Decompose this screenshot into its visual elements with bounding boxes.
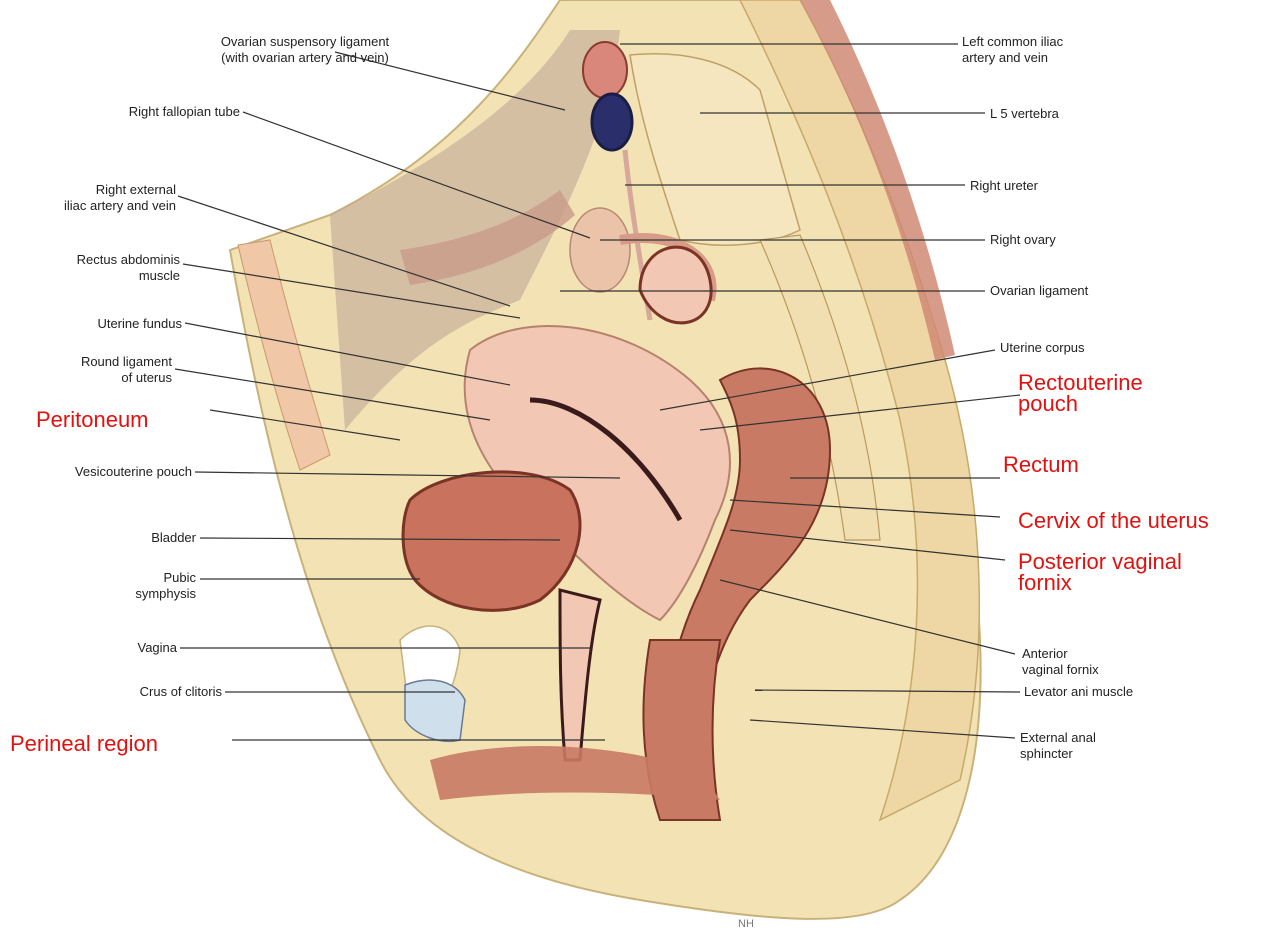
- common-iliac-artery: [583, 42, 627, 98]
- label-line: Rectus abdominis: [40, 252, 180, 268]
- label-line: Right external: [20, 182, 176, 198]
- label-pubic-symphysis: Pubic symphysis: [80, 570, 196, 601]
- label-round-ligament: Round ligament of uterus: [40, 354, 172, 385]
- label-right-external-iliac: Right external iliac artery and vein: [20, 182, 176, 213]
- label-right-ureter: Right ureter: [970, 178, 1038, 194]
- label-crus-of-clitoris: Crus of clitoris: [60, 684, 222, 700]
- label-line: artery and vein: [962, 50, 1122, 66]
- label-vesicouterine-pouch: Vesicouterine pouch: [20, 464, 192, 480]
- label-uterine-corpus: Uterine corpus: [1000, 340, 1085, 356]
- label-line: Round ligament: [40, 354, 172, 370]
- label-line: iliac artery and vein: [20, 198, 176, 214]
- label-line: muscle: [40, 268, 180, 284]
- label-line: fornix: [1018, 573, 1182, 594]
- bladder: [403, 472, 580, 611]
- ovary: [570, 208, 630, 292]
- label-anterior-vaginal-fornix: Anterior vaginal fornix: [1022, 646, 1099, 677]
- label-line: pouch: [1018, 394, 1143, 415]
- label-line: sphincter: [1020, 746, 1096, 762]
- label-line: of uterus: [40, 370, 172, 386]
- label-left-common-iliac: Left common iliac artery and vein: [962, 34, 1122, 65]
- label-peritoneum: Peritoneum: [36, 410, 149, 431]
- label-line: Ovarian suspensory ligament: [205, 34, 405, 50]
- label-line: vaginal fornix: [1022, 662, 1099, 678]
- label-external-anal-sphincter: External anal sphincter: [1020, 730, 1096, 761]
- label-rectouterine-pouch: Rectouterine pouch: [1018, 373, 1143, 415]
- common-iliac-vein: [592, 94, 632, 150]
- label-line: Pubic: [80, 570, 196, 586]
- label-l5-vertebra: L 5 vertebra: [990, 106, 1059, 122]
- label-cervix-of-the-uterus: Cervix of the uterus: [1018, 511, 1209, 532]
- label-line: symphysis: [80, 586, 196, 602]
- artist-signature: NH: [738, 918, 754, 931]
- label-rectum: Rectum: [1003, 455, 1079, 476]
- label-posterior-vaginal-fornix: Posterior vaginal fornix: [1018, 552, 1182, 594]
- label-line: Anterior: [1022, 646, 1099, 662]
- label-vagina: Vagina: [80, 640, 177, 656]
- label-bladder: Bladder: [80, 530, 196, 546]
- label-line: External anal: [1020, 730, 1096, 746]
- label-ovarian-suspensory-ligament: Ovarian suspensory ligament (with ovaria…: [205, 34, 405, 65]
- label-ovarian-ligament: Ovarian ligament: [990, 283, 1088, 299]
- label-perineal-region: Perineal region: [10, 734, 158, 755]
- label-line: Left common iliac: [962, 34, 1122, 50]
- label-uterine-fundus: Uterine fundus: [40, 316, 182, 332]
- label-right-ovary: Right ovary: [990, 232, 1056, 248]
- label-right-fallopian-tube: Right fallopian tube: [80, 104, 240, 120]
- label-rectus-abdominis: Rectus abdominis muscle: [40, 252, 180, 283]
- label-line: (with ovarian artery and vein): [205, 50, 405, 66]
- label-levator-ani-muscle: Levator ani muscle: [1024, 684, 1133, 700]
